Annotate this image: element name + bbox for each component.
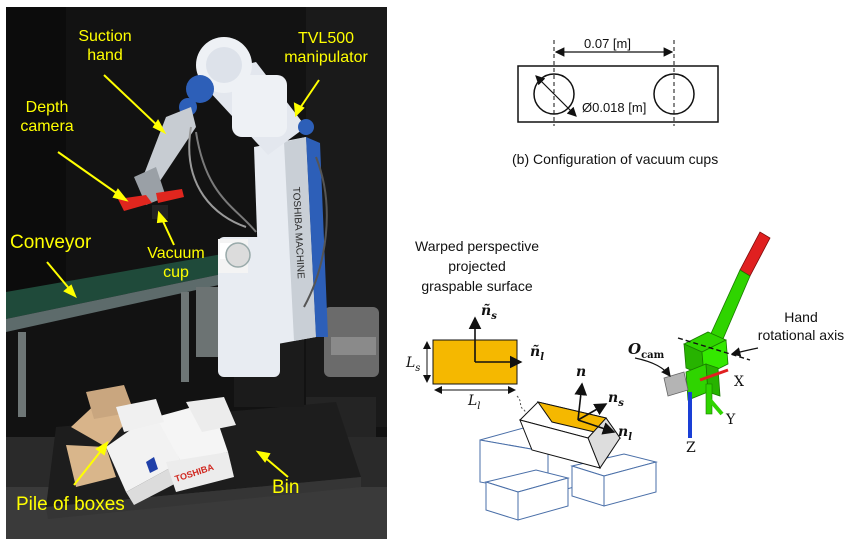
label-pile-of-boxes: Pile of boxes <box>16 494 125 516</box>
n-s-symbol: n <box>608 390 619 406</box>
warped-surface-diagram <box>423 316 658 521</box>
label-bin: Bin <box>272 477 299 499</box>
robot-photo-illustration: TOSHIBA MACHINE <box>6 7 387 539</box>
label-vacuum-cup: Vacuum cup <box>138 244 214 282</box>
L-s-label: Ls <box>406 355 420 374</box>
axis-x-label: X <box>734 374 744 390</box>
hand-axis-label: Hand rotational axis <box>754 308 848 344</box>
n-label: n <box>576 364 587 380</box>
o-cam-sub: cam <box>641 350 665 361</box>
gripper-pad-left <box>118 195 152 211</box>
surface-title-line-3: graspable surface <box>421 278 533 294</box>
n-l-label: nl <box>618 424 632 443</box>
axis-y-label: Y <box>726 412 736 428</box>
gripper-pad-right <box>156 189 184 203</box>
cup-spacing-label: 0.07 [m] <box>584 36 631 51</box>
L-l-symbol: L <box>468 393 478 409</box>
hand-axis-label-text: Hand rotational axis <box>757 309 845 343</box>
pile-of-boxes: TOSHIBA <box>66 385 236 505</box>
n-l-symbol: n <box>618 424 629 440</box>
label-manipulator-text: TVL500 manipulator <box>284 30 368 66</box>
n-l-tilde-label: ñl <box>530 344 544 363</box>
surface-title: Warped perspective projected graspable s… <box>392 236 562 296</box>
surface-title-line-2: projected <box>448 258 506 274</box>
o-cam-label: Ocam <box>628 340 664 361</box>
L-s-sub: s <box>415 362 421 374</box>
label-depth-camera: Depth camera <box>12 98 82 136</box>
label-arrows <box>46 74 320 486</box>
label-bin-text: Bin <box>272 477 300 498</box>
cup-diameter-label: Ø0.018 [m] <box>582 100 647 115</box>
label-suction-hand: Suction hand <box>72 27 138 65</box>
robot-photo: TOSHIBA MACHINE <box>6 7 387 539</box>
hand-model-red-tip <box>739 231 771 277</box>
surface-title-line-1: Warped perspective <box>415 238 539 254</box>
n-s-tilde-sub: s <box>491 310 497 322</box>
n-l-tilde-symbol: ñ <box>530 344 541 360</box>
configuration-caption: (b) Configuration of vacuum cups <box>512 151 719 167</box>
n-s-tilde-symbol: ñ <box>481 303 492 319</box>
L-s-symbol: L <box>406 355 416 371</box>
label-conveyor: Conveyor <box>10 232 91 254</box>
n-l-tilde-sub: l <box>540 351 544 363</box>
n-s-label: ns <box>608 390 624 409</box>
hand-model-camera <box>663 371 689 397</box>
conveyor-belt <box>6 252 246 319</box>
n-s-sub: s <box>618 397 624 409</box>
n-l-sub: l <box>628 431 632 443</box>
label-manipulator: TVL500 manipulator <box>276 29 376 67</box>
label-pile-of-boxes-text: Pile of boxes <box>16 494 125 515</box>
diagram-drawings <box>423 40 771 521</box>
vacuum-cup-configuration <box>517 40 719 126</box>
label-suction-hand-text: Suction hand <box>78 28 132 64</box>
label-vacuum-cup-text: Vacuum cup <box>147 245 205 281</box>
L-l-sub: l <box>477 400 481 412</box>
label-depth-camera-text: Depth camera <box>20 99 74 135</box>
label-conveyor-text: Conveyor <box>10 232 92 253</box>
robot-side-text: TOSHIBA MACHINE <box>290 187 306 280</box>
L-l-label: Ll <box>468 393 481 412</box>
n-s-tilde-label: ñs <box>481 303 497 322</box>
hand-model-3d <box>634 231 771 438</box>
diagram-panel: 0.07 [m] Ø0.018 [m] (b) Configuration of… <box>388 0 850 546</box>
o-cam-symbol: O <box>628 340 642 358</box>
axis-z-label: Z <box>686 440 696 456</box>
